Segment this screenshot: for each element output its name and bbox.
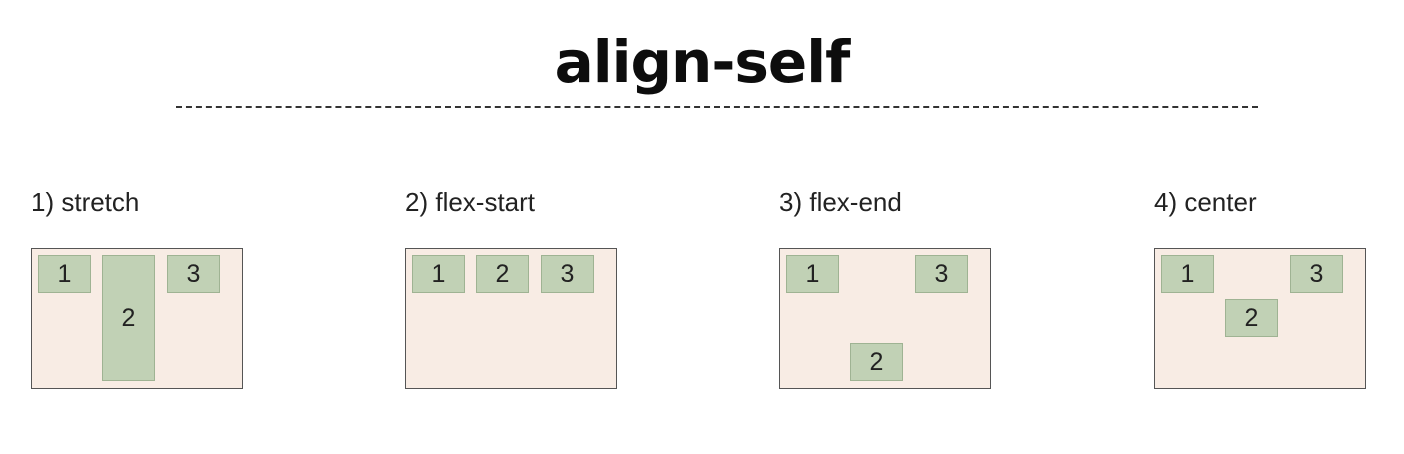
flex-item-1: 1 — [412, 255, 465, 293]
case-label: 3) flex-end — [779, 187, 902, 217]
flex-item-3: 3 — [915, 255, 968, 293]
flex-item-3: 3 — [541, 255, 594, 293]
case-label: 2) flex-start — [405, 187, 536, 217]
flex-item-3: 3 — [167, 255, 220, 293]
flex-item-2: 2 — [102, 255, 155, 381]
flex-item-1: 1 — [1161, 255, 1214, 293]
flex-item-1: 1 — [38, 255, 91, 293]
flex-item-2: 2 — [1225, 299, 1278, 337]
flex-item-1: 1 — [786, 255, 839, 293]
flex-container: 1 2 3 — [779, 248, 991, 389]
flex-item-3: 3 — [1290, 255, 1343, 293]
flex-container: 1 2 3 — [1154, 248, 1366, 389]
dashed-divider — [176, 106, 1258, 108]
case-label: 1) stretch — [31, 187, 140, 217]
flex-container: 1 2 3 — [31, 248, 243, 389]
flex-item-2: 2 — [850, 343, 903, 381]
flex-container: 1 2 3 — [405, 248, 617, 389]
page-title: align-self — [554, 28, 851, 96]
case-label: 4) center — [1154, 187, 1257, 217]
flex-item-2: 2 — [476, 255, 529, 293]
